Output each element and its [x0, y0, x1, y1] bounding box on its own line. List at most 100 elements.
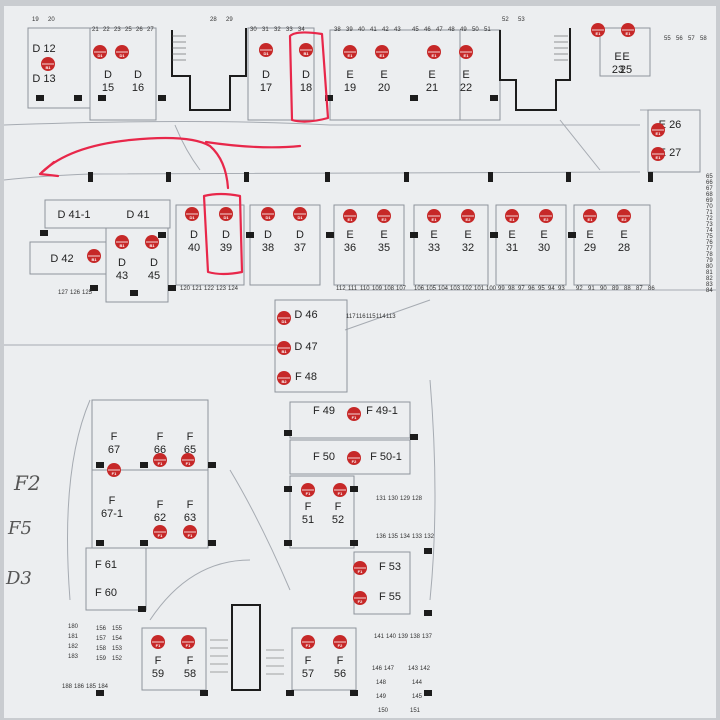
unit-marker-icon: F2: [347, 451, 361, 465]
slot-num: 111: [348, 286, 358, 292]
unit-marker-icon: E1: [427, 209, 441, 223]
unit-marker-icon: E1: [621, 23, 635, 37]
marker-code: F1: [306, 491, 311, 496]
marker-code: E1: [348, 53, 354, 58]
unit-marker-icon: E1: [651, 147, 665, 161]
slot-num: 142: [420, 666, 431, 672]
slot-num: 136: [376, 534, 387, 540]
slot-num: 95: [538, 286, 545, 292]
unit-marker-icon: F1: [353, 561, 367, 575]
slot-num: 135: [388, 534, 399, 540]
slot-num: 80: [706, 264, 713, 270]
unit-marker-icon: F1: [151, 635, 165, 649]
slot-num: 188: [62, 684, 73, 690]
marker-code: E1: [348, 217, 354, 222]
slot-num: 76: [706, 240, 713, 246]
slot-num: 49: [460, 27, 467, 33]
unit-marker-icon: E2: [617, 209, 631, 223]
slot-num: 98: [508, 286, 515, 292]
marker-code: D1: [119, 53, 125, 58]
unit-marker-icon: E1: [343, 45, 357, 59]
unit-marker-icon: F1: [181, 635, 195, 649]
slot-num: 102: [462, 286, 473, 292]
unit-marker-icon: D1: [293, 207, 307, 221]
slot-num: 138: [410, 634, 421, 640]
unit-marker-icon: F1: [153, 453, 167, 467]
slot-num: 53: [518, 17, 525, 23]
slot-num: 112: [336, 286, 346, 292]
slot-num: 41: [370, 27, 377, 33]
slot-num: 145: [412, 694, 423, 700]
slot-num: 69: [706, 198, 713, 204]
unit-marker-icon: F1: [347, 407, 361, 421]
unit-label-d46: D 46: [294, 309, 317, 321]
slot-num: 84: [706, 288, 713, 294]
slot-num: 26: [136, 27, 143, 33]
slot-num: 100: [486, 286, 497, 292]
slot-num: 130: [388, 496, 399, 502]
marker-code: E1: [588, 217, 594, 222]
slot-num: 68: [706, 192, 713, 198]
slot-num: 124: [228, 286, 239, 292]
slot-num: 151: [410, 708, 421, 714]
handwritten-d3: D3: [5, 568, 32, 589]
slot-num: 122: [204, 286, 215, 292]
highlight-box-d18: [288, 31, 330, 123]
slot-num: 158: [96, 646, 107, 652]
unit-marker-icon: D1: [219, 207, 233, 221]
slot-num: 185: [86, 684, 97, 690]
slot-num: 106: [414, 286, 425, 292]
marker-code: B1: [45, 65, 51, 70]
slot-num: 31: [262, 27, 269, 33]
slot-num: 182: [68, 644, 79, 650]
unit-label-f60: F 60: [95, 587, 117, 599]
marker-code: F1: [338, 491, 343, 496]
unit-marker-icon: F1: [107, 463, 121, 477]
marker-code: B1: [91, 257, 97, 262]
slot-num: 58: [700, 36, 707, 42]
slot-num: 32: [274, 27, 281, 33]
slot-num: 126: [70, 290, 81, 296]
slot-num: 147: [384, 666, 395, 672]
slot-num: 22: [103, 27, 110, 33]
unit-marker-icon: B1: [115, 235, 129, 249]
marker-code: B1: [281, 349, 287, 354]
unit-marker-icon: F2: [333, 635, 347, 649]
slot-num: 45: [412, 27, 419, 33]
unit-marker-icon: F2: [353, 591, 367, 605]
unit-marker-icon: E2: [377, 209, 391, 223]
slot-num: 23: [114, 27, 121, 33]
slot-num: 150: [378, 708, 389, 714]
slot-num: 148: [376, 680, 387, 686]
slot-num: 46: [424, 27, 431, 33]
marker-code: F1: [306, 643, 311, 648]
paper-sheet: [4, 6, 716, 718]
slot-num: 65: [706, 174, 713, 180]
slot-num: 125: [82, 290, 93, 296]
slot-num: 50: [472, 27, 479, 33]
marker-code: E1: [656, 131, 662, 136]
slot-num: 107: [396, 286, 407, 292]
f-section-units: [85, 399, 411, 691]
slot-num: 30: [250, 27, 257, 33]
handwritten-f2: F2: [13, 471, 41, 495]
slot-num: 128: [412, 496, 423, 502]
arrow-head: [38, 160, 60, 178]
slot-num: 186: [74, 684, 85, 690]
unit-marker-icon: E1: [583, 209, 597, 223]
marker-code: E2: [382, 217, 388, 222]
unit-marker-icon: F1: [153, 525, 167, 539]
unit-label-f48: F 48: [295, 371, 317, 383]
